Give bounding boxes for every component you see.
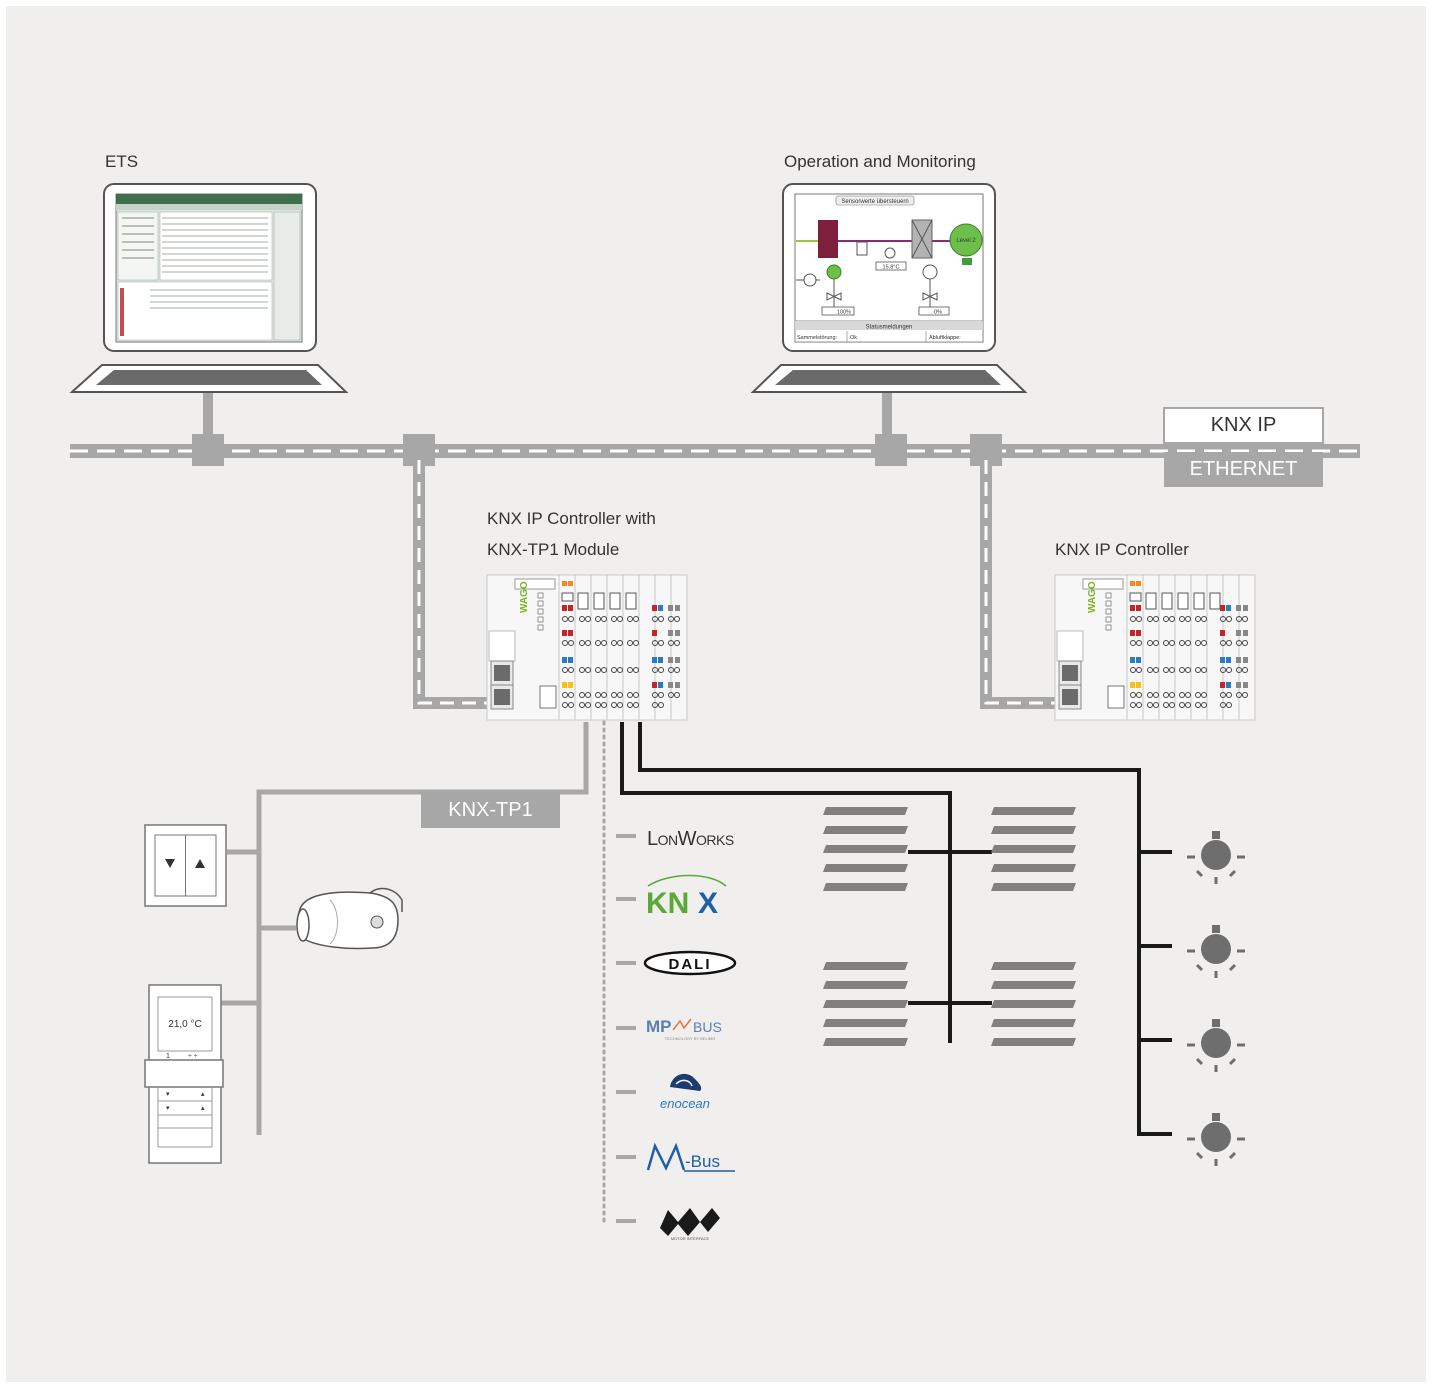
mp-bus-logo: MP BUS TECHNOLOGY BY BELIMO	[646, 1017, 722, 1041]
knx-logo: KN X	[646, 874, 727, 920]
smi-logo: MOTOR INTERFACE	[660, 1208, 720, 1241]
knx-tp1-bus	[221, 722, 589, 1135]
svg-text:▴: ▴	[201, 1091, 205, 1098]
light-bulb-icon	[1187, 1019, 1245, 1072]
controller-knx-ip: WAGO	[1054, 574, 1256, 721]
ets-laptop	[69, 183, 349, 393]
radiator-valve-actuator	[296, 887, 403, 950]
blind-icon-2	[991, 807, 1076, 891]
dali-logo: DALI	[643, 950, 737, 976]
room-thermostat: 1 ÷ ÷ ▾ ▴ ▾ ▴ 21,0 °C	[144, 984, 224, 1164]
blind-icon-1	[823, 807, 908, 891]
svg-text:KN: KN	[646, 887, 689, 920]
light-bulb-icon	[1187, 925, 1245, 978]
svg-text:MOTOR INTERFACE: MOTOR INTERFACE	[671, 1236, 710, 1241]
field-bus-black	[620, 722, 1172, 1136]
svg-text:BUS: BUS	[693, 1019, 722, 1035]
svg-text:TECHNOLOGY BY BELIMO: TECHNOLOGY BY BELIMO	[665, 1036, 716, 1041]
light-bulb-icon	[1187, 831, 1245, 884]
knx-ip-tag: KNX IP	[1210, 414, 1277, 436]
hmi-level: Level 2	[956, 238, 976, 244]
protocol-dotted-bus	[602, 720, 636, 1224]
ets-label: ETS	[105, 152, 139, 171]
svg-text:enocean: enocean	[660, 1096, 710, 1111]
blind-switch	[144, 824, 227, 907]
operation-label: Operation and Monitoring	[784, 152, 976, 171]
blind-icon-3	[823, 962, 908, 1046]
hmi-screen-texts: Sensorwerte übersteuern Level 2 15.8°C 1…	[797, 199, 976, 341]
light-bulb-icon	[1187, 1113, 1245, 1166]
svg-text:÷ ÷: ÷ ÷	[188, 1053, 198, 1060]
knx-tp1-tag: KNX-TP1	[448, 799, 533, 821]
svg-text:WAGO: WAGO	[1087, 581, 1098, 613]
thermostat-temperature: 21,0 °C	[168, 1019, 201, 1030]
lonworks-logo: LONWORKS	[647, 828, 734, 850]
hmi-status-header: Statusmeldungen	[866, 325, 913, 331]
hmi-valve2: 0%	[934, 310, 942, 316]
svg-text:LONWORKS: LONWORKS	[647, 828, 734, 850]
svg-text:MP: MP	[646, 1017, 672, 1036]
hmi-valve1: 100%	[837, 310, 851, 316]
controller-knx-tp1: WAGO	[486, 574, 688, 721]
controller-ethernet-drops	[413, 460, 1056, 709]
hmi-status-right: Abluftklappe:	[929, 335, 961, 341]
hmi-status-left: Sammelstörung:	[797, 335, 838, 341]
svg-text:X: X	[698, 887, 718, 920]
ethernet-bus	[70, 444, 1360, 458]
enocean-logo: enocean	[660, 1073, 710, 1111]
svg-text:▴: ▴	[201, 1105, 205, 1112]
knx-tp1-tag-box	[421, 792, 560, 828]
operation-laptop-link	[882, 393, 892, 445]
blind-icon-4	[991, 962, 1076, 1046]
svg-text:1: 1	[166, 1053, 170, 1060]
operation-laptop	[750, 183, 1028, 393]
ethernet-tag: ETHERNET	[1189, 458, 1298, 480]
svg-text:WAGO: WAGO	[519, 581, 530, 613]
svg-text:▾: ▾	[166, 1105, 170, 1112]
hmi-temp: 15.8°C	[883, 265, 900, 271]
knx-ip-tag-box	[1163, 407, 1324, 487]
m-bus-logo: -Bus	[646, 1142, 735, 1172]
hmi-status-ok: Ok	[850, 335, 857, 341]
controller-ip-label: KNX IP Controller	[1055, 540, 1189, 559]
controller-tp1-label-line1: KNX IP Controller with	[487, 509, 656, 528]
controller-tp1-label-line2: KNX-TP1 Module	[487, 540, 620, 559]
hmi-title: Sensorwerte übersteuern	[841, 199, 908, 205]
svg-text:-Bus: -Bus	[685, 1152, 720, 1171]
svg-text:DALI: DALI	[669, 956, 712, 973]
ets-laptop-link	[203, 393, 213, 445]
svg-text:▾: ▾	[166, 1091, 170, 1098]
